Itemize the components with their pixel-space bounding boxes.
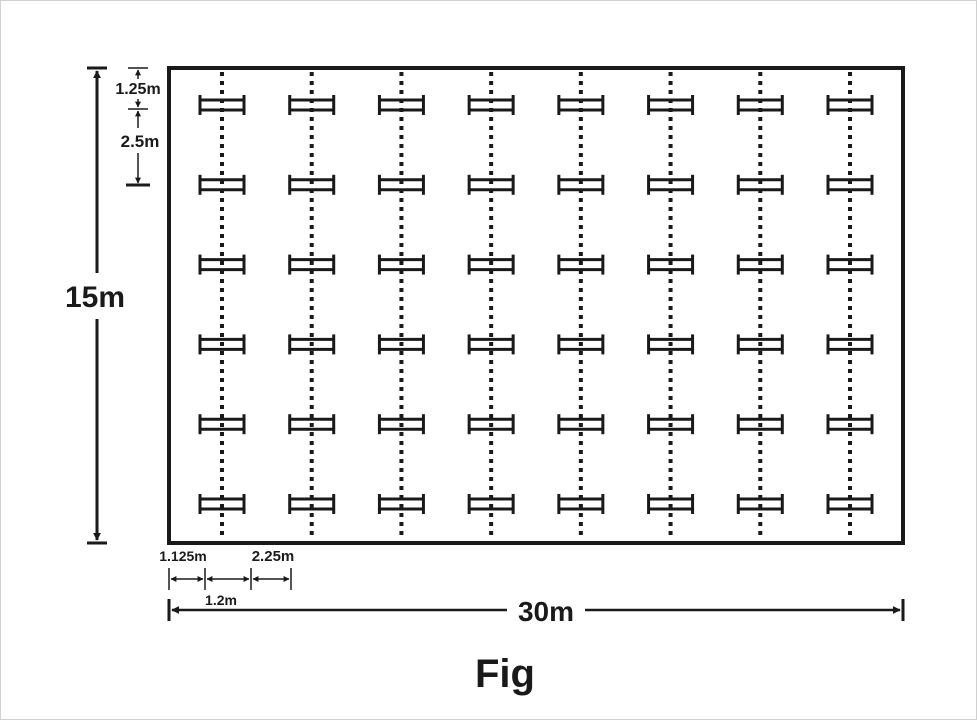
column-spacing-label: 2.25m (252, 548, 295, 565)
planting-unit (826, 254, 874, 275)
planting-unit (647, 414, 695, 435)
planting-unit (198, 334, 246, 355)
planting-unit (198, 174, 246, 195)
planting-unit (377, 174, 425, 195)
side-offset-label: 1.125m (159, 548, 206, 564)
planting-unit (467, 414, 515, 435)
vertical-spacing-dimensions: 1.25m 2.5m (115, 67, 161, 187)
height-label: 15m (65, 281, 125, 314)
height-dimension: 15m (65, 66, 125, 545)
planting-unit (198, 95, 246, 115)
planting-unit (377, 254, 425, 275)
planting-unit (288, 95, 336, 115)
planting-unit (198, 494, 246, 514)
row-spacing-label: 2.5m (121, 132, 160, 151)
planting-unit (288, 414, 336, 435)
planting-unit (826, 95, 874, 115)
planting-unit (467, 494, 515, 514)
planting-units (198, 95, 874, 514)
planting-unit (647, 334, 695, 355)
planting-unit (826, 414, 874, 435)
planting-unit (288, 494, 336, 514)
planting-unit (647, 254, 695, 275)
planting-unit (288, 174, 336, 195)
planting-unit (557, 95, 605, 115)
planting-unit (647, 95, 695, 115)
planting-unit (377, 414, 425, 435)
planting-unit (557, 254, 605, 275)
planting-unit (736, 174, 784, 195)
planting-unit (736, 494, 784, 514)
planting-unit (377, 494, 425, 514)
planting-columns (220, 72, 852, 539)
planting-unit (826, 174, 874, 195)
width-dimension: 30m (167, 596, 905, 627)
planting-unit (467, 95, 515, 115)
planting-unit (198, 414, 246, 435)
planting-unit (288, 334, 336, 355)
planting-unit (377, 334, 425, 355)
planting-unit (288, 254, 336, 275)
top-offset-label: 1.25m (115, 81, 160, 98)
planting-unit (647, 494, 695, 514)
planting-unit (736, 254, 784, 275)
planting-unit (198, 254, 246, 275)
width-label: 30m (518, 596, 574, 627)
planting-unit (557, 414, 605, 435)
planting-unit (736, 95, 784, 115)
planting-unit (467, 174, 515, 195)
planting-unit (736, 414, 784, 435)
planting-unit (557, 174, 605, 195)
planting-unit (826, 494, 874, 514)
planting-unit (377, 95, 425, 115)
planting-unit (647, 174, 695, 195)
figure-caption: Fig (475, 652, 535, 696)
planting-unit (826, 334, 874, 355)
planting-unit (557, 334, 605, 355)
horizontal-spacing-dimensions: 1.125m 2.25m 1.2m (159, 548, 294, 608)
planting-unit (736, 334, 784, 355)
planting-unit (557, 494, 605, 514)
field-boundary (167, 66, 905, 545)
planting-unit (467, 334, 515, 355)
unit-width-label: 1.2m (205, 592, 237, 608)
planting-unit (467, 254, 515, 275)
